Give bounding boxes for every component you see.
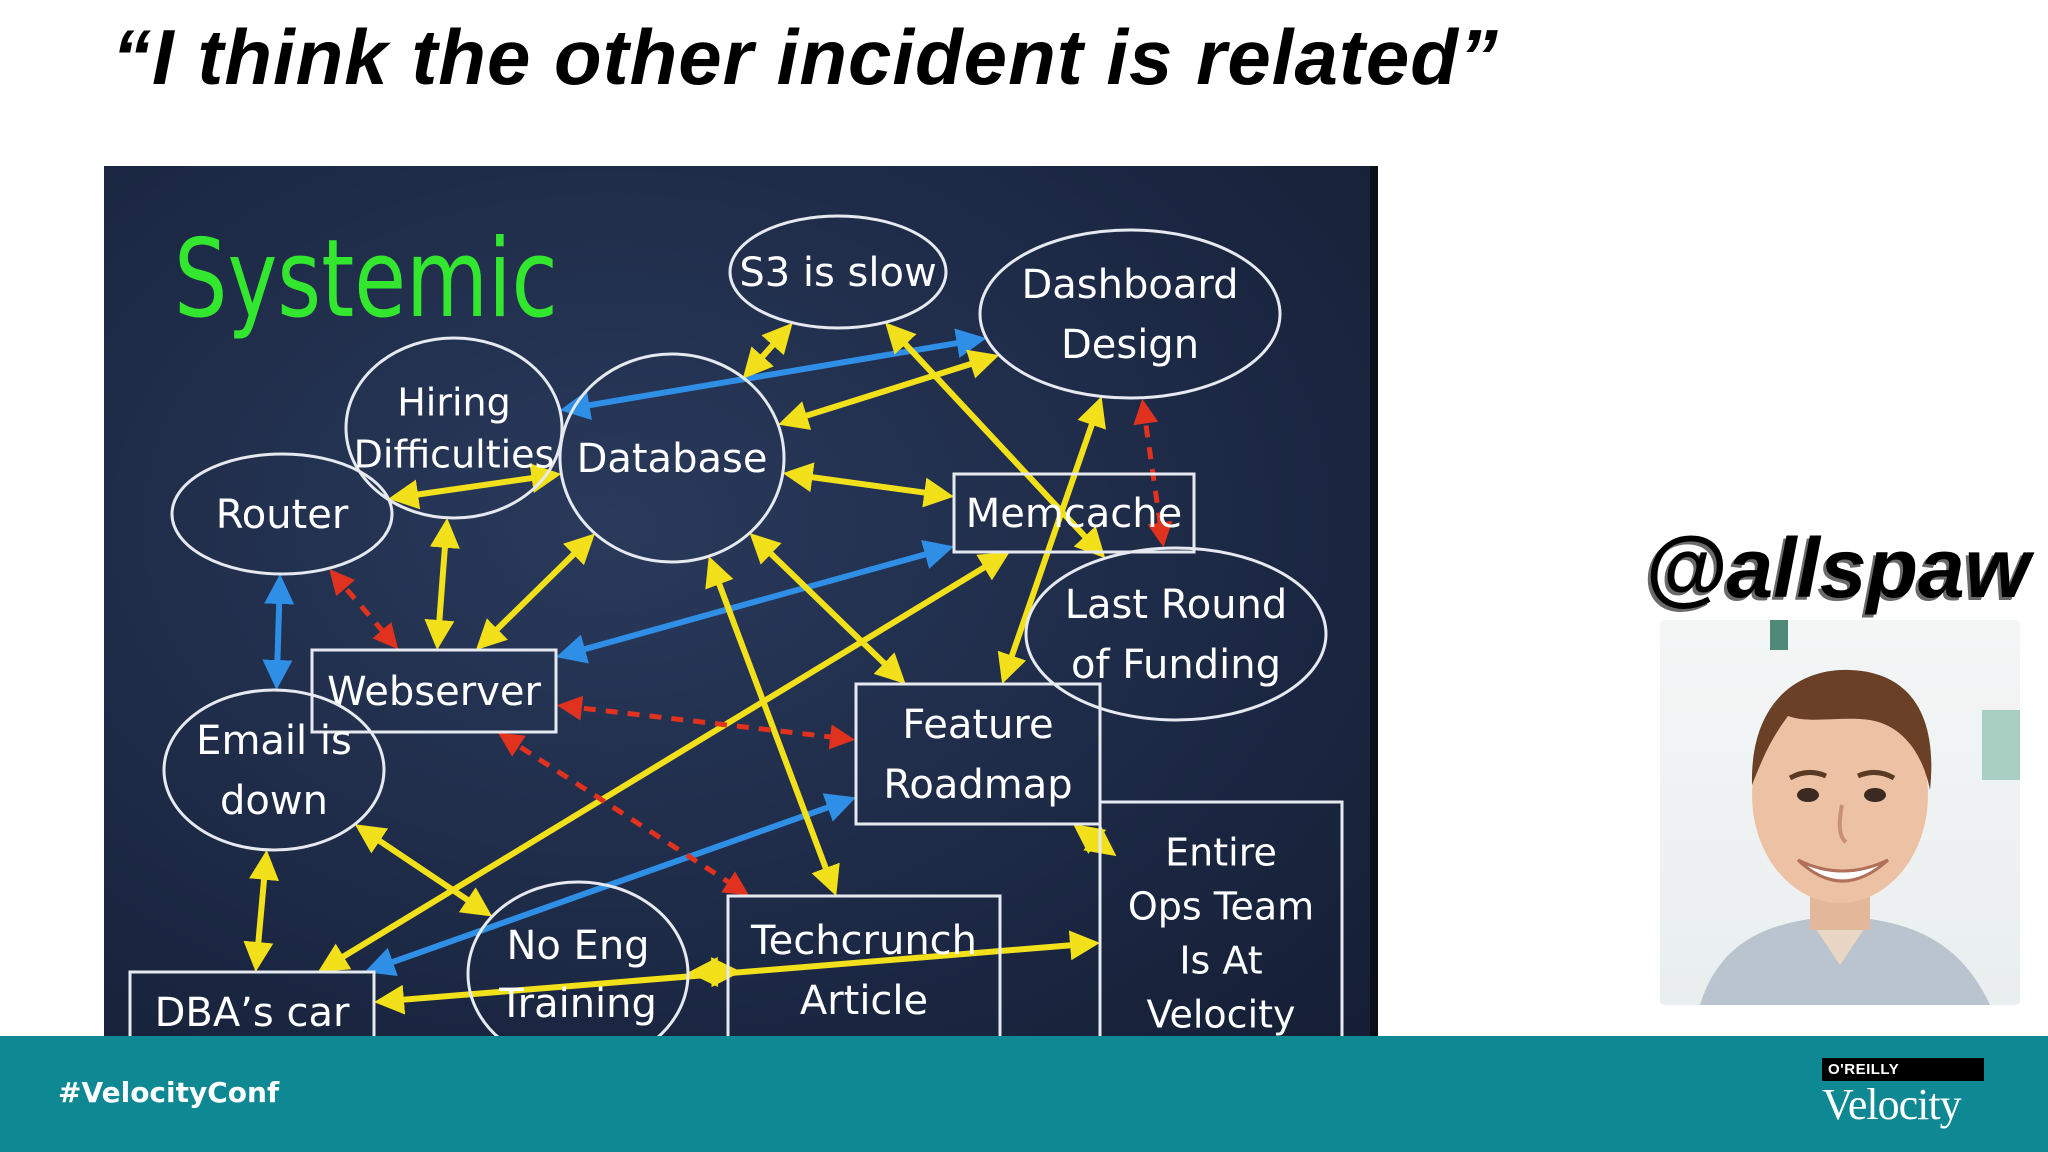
link-webserver-roadmap xyxy=(557,695,855,750)
link-router-email xyxy=(262,574,295,690)
node-opsteam-outline xyxy=(1098,800,1344,1064)
node-database-label: Database xyxy=(577,436,768,482)
node-router-label: Router xyxy=(216,492,349,538)
link-router-webserver xyxy=(329,569,399,650)
link-webserver-database xyxy=(475,533,595,650)
node-webserver-outline xyxy=(310,648,558,734)
conference-hashtag: #VelocityConf xyxy=(58,1076,280,1109)
node-dba-label: DBA’s car xyxy=(155,990,350,1036)
node-s3-label: S3 is slow xyxy=(739,250,936,296)
node-dashboard-label: Design xyxy=(1061,322,1199,368)
node-dba: DBA’s car xyxy=(128,970,376,1054)
node-email-label: down xyxy=(220,778,328,824)
twitter-handle: @allspaw xyxy=(1644,521,2030,615)
node-webserver: Webserver xyxy=(310,648,558,734)
node-funding-label: of Funding xyxy=(1071,642,1281,688)
node-dashboard-label: Dashboard xyxy=(1021,262,1238,308)
footer-bar: #VelocityConf O'REILLY Velocity xyxy=(0,1036,2048,1152)
node-roadmap-outline xyxy=(854,682,1102,826)
link-email-training xyxy=(354,824,493,917)
node-hiring-label: Hiring xyxy=(397,380,511,424)
node-opsteam-label: Velocity xyxy=(1146,992,1295,1036)
link-hiring-webserver xyxy=(424,517,460,650)
node-email-label: Email is xyxy=(196,718,352,764)
node-opsteam-label: Ops Team xyxy=(1128,884,1314,928)
diagram-heading: Systemic xyxy=(174,216,558,342)
logo-brand-bottom: Velocity xyxy=(1822,1080,1962,1129)
node-memcache-outline xyxy=(952,472,1196,554)
node-funding: Last Round of Funding xyxy=(1024,546,1328,722)
node-email: Email is down xyxy=(162,688,386,852)
node-database: Database xyxy=(558,352,786,564)
node-training-label: Training xyxy=(498,981,657,1027)
node-router-outline xyxy=(170,452,394,576)
link-webserver-techcrunch xyxy=(498,732,750,896)
link-router-database xyxy=(388,463,562,510)
link-dashboard-roadmap xyxy=(997,396,1106,684)
node-hiring-outline xyxy=(344,336,564,520)
oreilly-velocity-logo: O'REILLY Velocity xyxy=(1822,1058,1992,1130)
node-s3-outline xyxy=(728,214,948,330)
node-techcrunch-label: Techcrunch xyxy=(750,918,977,964)
link-hiring-dashboard xyxy=(559,328,987,420)
node-opsteam-label: Entire xyxy=(1165,830,1277,874)
node-hiring-label: Difficulties xyxy=(354,432,555,476)
node-training-label: No Eng xyxy=(506,923,649,969)
link-dba-opsteam xyxy=(374,930,1100,1015)
node-roadmap-label: Roadmap xyxy=(883,762,1072,808)
link-roadmap-opsteam xyxy=(1073,824,1117,857)
node-opsteam-label: Is At xyxy=(1179,938,1262,982)
node-memcache-label: Memcache xyxy=(966,491,1183,537)
node-router: Router xyxy=(170,452,394,576)
node-training-outline xyxy=(466,880,690,1064)
node-database-outline xyxy=(558,352,786,564)
node-s3: S3 is slow xyxy=(728,214,948,330)
node-techcrunch-label: Article xyxy=(800,978,928,1024)
logo-brand-top: O'REILLY xyxy=(1822,1058,1984,1081)
link-s3-database xyxy=(742,322,793,379)
slide-title: “I think the other incident is related” xyxy=(112,13,1499,101)
speaker-photo xyxy=(1660,620,2020,1005)
node-dashboard-outline xyxy=(978,228,1282,400)
node-funding-label: Last Round xyxy=(1065,582,1288,628)
link-email-dba xyxy=(243,849,279,972)
link-database-memcache xyxy=(782,462,955,508)
node-roadmap-label: Feature xyxy=(902,702,1053,748)
link-database-roadmap xyxy=(749,533,906,684)
node-email-outline xyxy=(162,688,386,852)
link-webserver-memcache xyxy=(556,539,954,664)
node-memcache: Memcache xyxy=(952,472,1196,554)
node-funding-outline xyxy=(1024,546,1328,722)
node-webserver-label: Webserver xyxy=(327,669,541,715)
